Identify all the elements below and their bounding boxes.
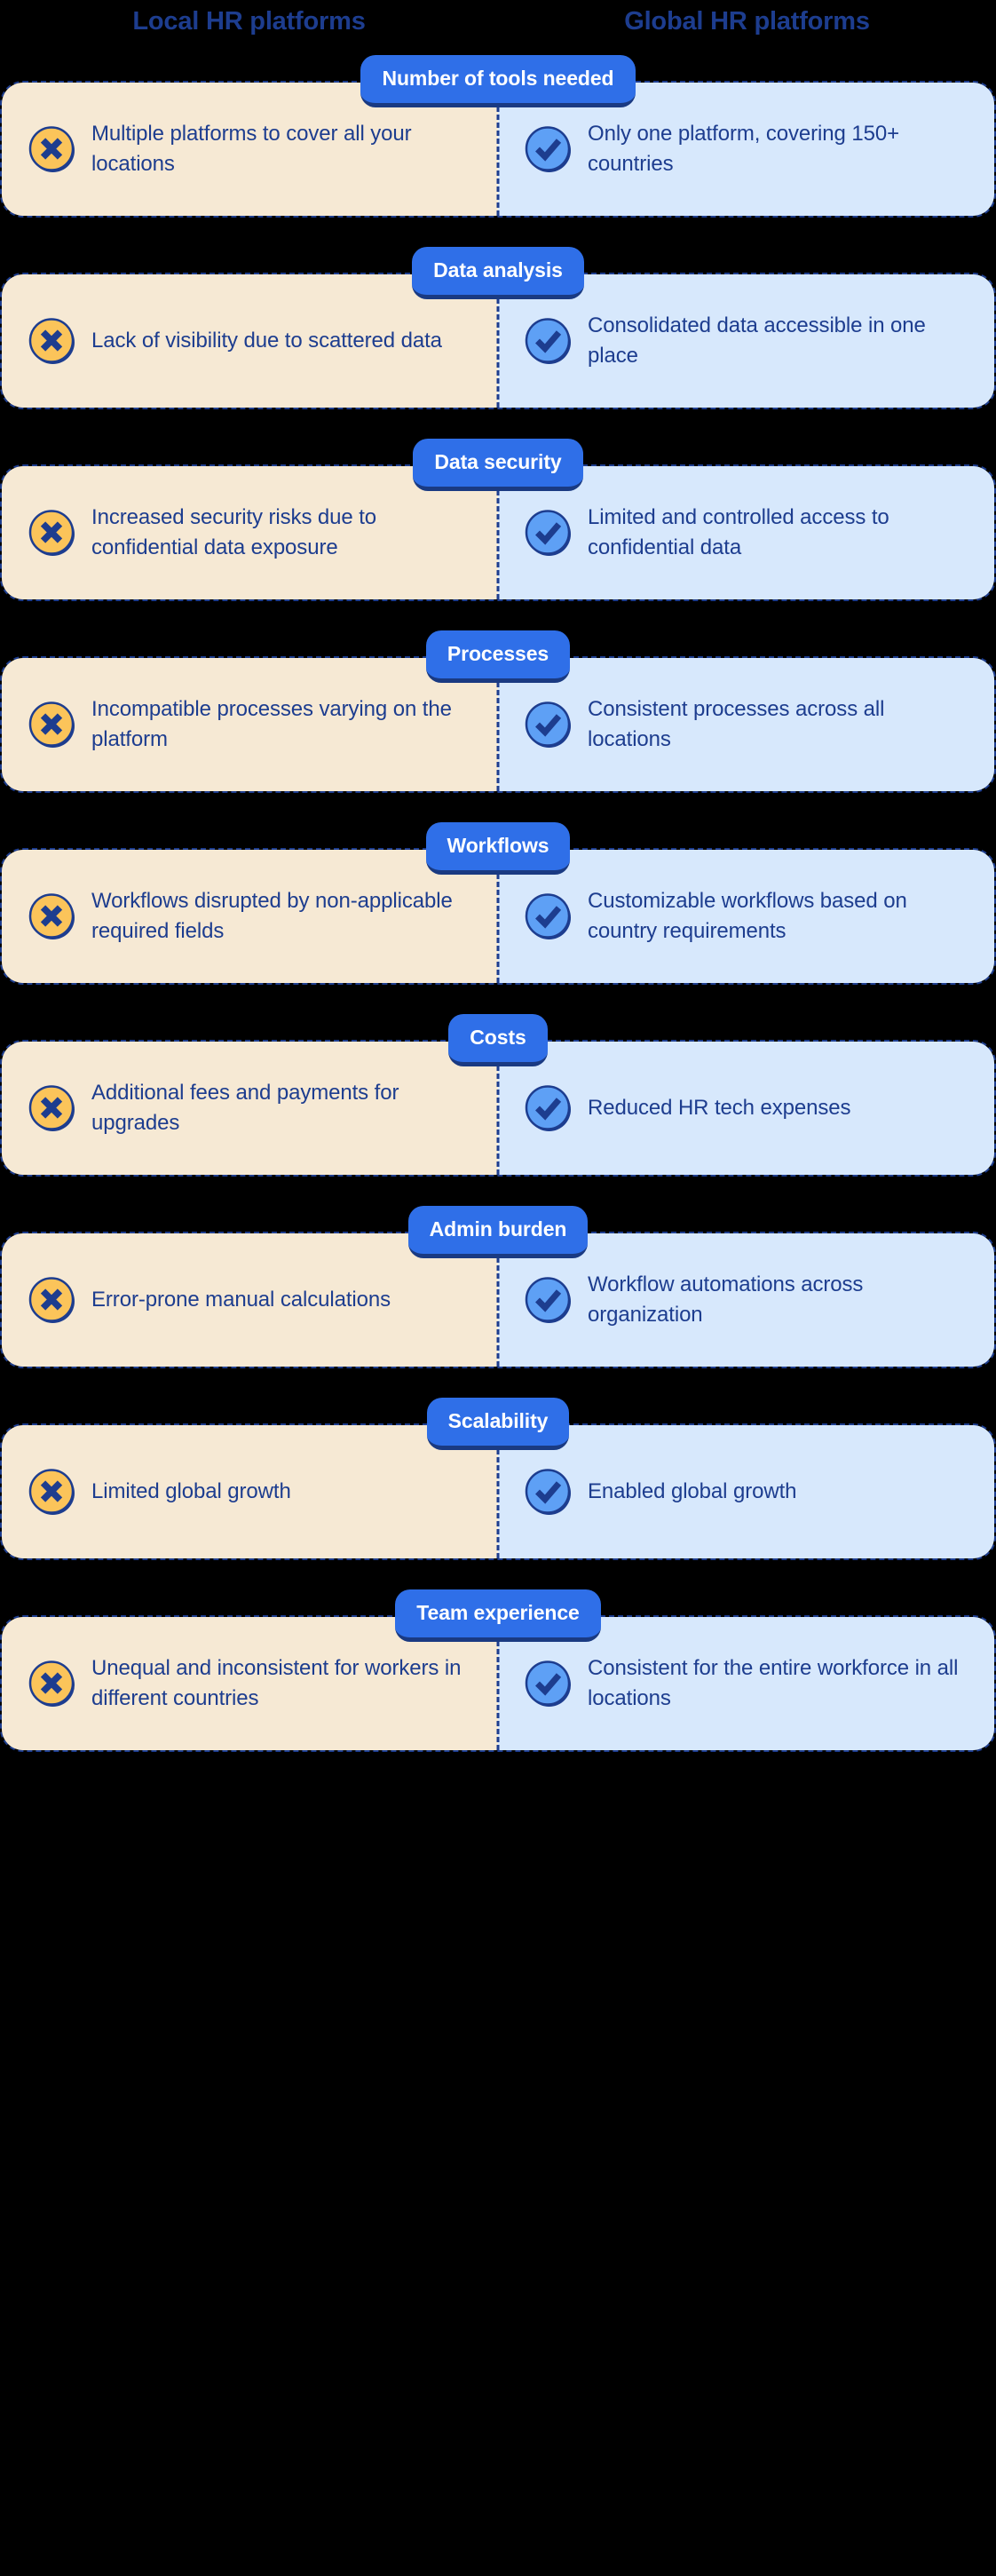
pane-divider bbox=[496, 658, 500, 791]
comparison-row-4: Workflows Workflows disrupted by non-app… bbox=[0, 822, 996, 985]
category-badge-wrap: Number of tools needed bbox=[0, 55, 996, 107]
column-header-local: Local HR platforms bbox=[132, 7, 366, 36]
x-circle-icon bbox=[28, 892, 75, 940]
negative-pane: Additional fees and payments for upgrade… bbox=[2, 1042, 498, 1175]
comparison-row-6: Admin burden Error-prone manual calculat… bbox=[0, 1206, 996, 1368]
category-badge[interactable]: Processes bbox=[425, 630, 571, 683]
negative-pane: Increased security risks due to confiden… bbox=[2, 466, 498, 599]
negative-pane: Limited global growth bbox=[2, 1425, 498, 1558]
comparison-card: Incompatible processes varying on the pl… bbox=[0, 656, 996, 793]
pane-divider bbox=[496, 1425, 500, 1558]
x-circle-icon bbox=[28, 317, 75, 365]
comparison-card: Limited global growth Enabled global gro… bbox=[0, 1423, 996, 1560]
category-badge-wrap: Workflows bbox=[0, 822, 996, 875]
positive-text: Consolidated data accessible in one plac… bbox=[588, 313, 926, 368]
category-badge-wrap: Scalability bbox=[0, 1398, 996, 1450]
column-header-global: Global HR platforms bbox=[624, 7, 870, 36]
pane-divider bbox=[496, 466, 500, 599]
pane-divider bbox=[496, 850, 500, 983]
comparison-row-2: Data security Increased security risks d… bbox=[0, 439, 996, 601]
category-badge[interactable]: Costs bbox=[448, 1014, 548, 1066]
positive-text: Consistent for the entire workforce in a… bbox=[588, 1656, 959, 1710]
positive-text: Consistent processes across all location… bbox=[588, 697, 885, 751]
category-badge[interactable]: Data analysis bbox=[412, 247, 584, 299]
category-badge-wrap: Costs bbox=[0, 1014, 996, 1066]
negative-text: Limited global growth bbox=[91, 1479, 291, 1503]
category-badge-wrap: Processes bbox=[0, 630, 996, 683]
x-circle-icon bbox=[28, 1468, 75, 1516]
category-badge[interactable]: Scalability bbox=[426, 1398, 570, 1450]
negative-text: Increased security risks due to confiden… bbox=[91, 505, 377, 559]
x-circle-icon bbox=[28, 509, 75, 557]
pane-divider bbox=[496, 1233, 500, 1367]
negative-text: Incompatible processes varying on the pl… bbox=[91, 697, 452, 751]
positive-text: Enabled global growth bbox=[588, 1479, 797, 1503]
check-circle-icon bbox=[525, 1276, 572, 1324]
category-badge[interactable]: Number of tools needed bbox=[360, 55, 636, 107]
positive-text: Reduced HR tech expenses bbox=[588, 1096, 851, 1120]
check-circle-icon bbox=[525, 317, 572, 365]
check-circle-icon bbox=[525, 509, 572, 557]
comparison-row-5: Costs Additional fees and payments for u… bbox=[0, 1014, 996, 1177]
category-badge[interactable]: Team experience bbox=[395, 1589, 601, 1642]
pane-divider bbox=[496, 1617, 500, 1750]
positive-text: Limited and controlled access to confide… bbox=[588, 505, 889, 559]
comparison-rows: Number of tools needed Multiple platform… bbox=[0, 55, 996, 1752]
check-circle-icon bbox=[525, 892, 572, 940]
category-badge[interactable]: Admin burden bbox=[407, 1206, 589, 1258]
negative-text: Multiple platforms to cover all your loc… bbox=[91, 122, 412, 176]
category-badge[interactable]: Workflows bbox=[425, 822, 571, 875]
negative-text: Error-prone manual calculations bbox=[91, 1288, 391, 1312]
category-badge-wrap: Data security bbox=[0, 439, 996, 491]
x-circle-icon bbox=[28, 125, 75, 173]
category-badge-wrap: Team experience bbox=[0, 1589, 996, 1642]
negative-pane: Incompatible processes varying on the pl… bbox=[2, 658, 498, 791]
comparison-row-7: Scalability Limited global growth bbox=[0, 1398, 996, 1560]
category-badge-wrap: Admin burden bbox=[0, 1206, 996, 1258]
check-circle-icon bbox=[525, 1660, 572, 1708]
column-headers: Local HR platforms Global HR platforms bbox=[0, 0, 996, 55]
positive-text: Workflow automations across organization bbox=[588, 1272, 864, 1327]
pane-divider bbox=[496, 1042, 500, 1175]
comparison-row-3: Processes Incompatible processes varying… bbox=[0, 630, 996, 793]
negative-pane: Lack of visibility due to scattered data bbox=[2, 274, 498, 408]
negative-text: Unequal and inconsistent for workers in … bbox=[91, 1656, 462, 1710]
category-badge-wrap: Data analysis bbox=[0, 247, 996, 299]
comparison-card: Lack of visibility due to scattered data… bbox=[0, 273, 996, 409]
comparison-card: Increased security risks due to confiden… bbox=[0, 464, 996, 601]
comparison-row-0: Number of tools needed Multiple platform… bbox=[0, 55, 996, 218]
negative-text: Lack of visibility due to scattered data bbox=[91, 329, 442, 353]
positive-text: Only one platform, covering 150+ countri… bbox=[588, 122, 899, 176]
positive-pane: Reduced HR tech expenses bbox=[498, 1042, 994, 1175]
check-circle-icon bbox=[525, 701, 572, 749]
comparison-row-1: Data analysis Lack of visibility due to … bbox=[0, 247, 996, 409]
negative-text: Workflows disrupted by non-applicable re… bbox=[91, 889, 453, 943]
negative-text: Additional fees and payments for upgrade… bbox=[91, 1081, 399, 1135]
category-badge[interactable]: Data security bbox=[413, 439, 583, 491]
negative-pane: Workflows disrupted by non-applicable re… bbox=[2, 850, 498, 983]
comparison-row-8: Team experience Unequal and inconsistent… bbox=[0, 1589, 996, 1752]
positive-pane: Consistent processes across all location… bbox=[498, 658, 994, 791]
x-circle-icon bbox=[28, 1084, 75, 1132]
comparison-card: Unequal and inconsistent for workers in … bbox=[0, 1615, 996, 1752]
comparison-card: Additional fees and payments for upgrade… bbox=[0, 1040, 996, 1177]
positive-pane: Customizable workflows based on country … bbox=[498, 850, 994, 983]
comparison-card: Workflows disrupted by non-applicable re… bbox=[0, 848, 996, 985]
check-circle-icon bbox=[525, 1468, 572, 1516]
positive-text: Customizable workflows based on country … bbox=[588, 889, 907, 943]
pane-divider bbox=[496, 83, 500, 216]
x-circle-icon bbox=[28, 1660, 75, 1708]
x-circle-icon bbox=[28, 1276, 75, 1324]
check-circle-icon bbox=[525, 1084, 572, 1132]
positive-pane: Only one platform, covering 150+ countri… bbox=[498, 83, 994, 216]
positive-pane: Consolidated data accessible in one plac… bbox=[498, 274, 994, 408]
x-circle-icon bbox=[28, 701, 75, 749]
check-circle-icon bbox=[525, 125, 572, 173]
pane-divider bbox=[496, 274, 500, 408]
positive-pane: Limited and controlled access to confide… bbox=[498, 466, 994, 599]
positive-pane: Enabled global growth bbox=[498, 1425, 994, 1558]
